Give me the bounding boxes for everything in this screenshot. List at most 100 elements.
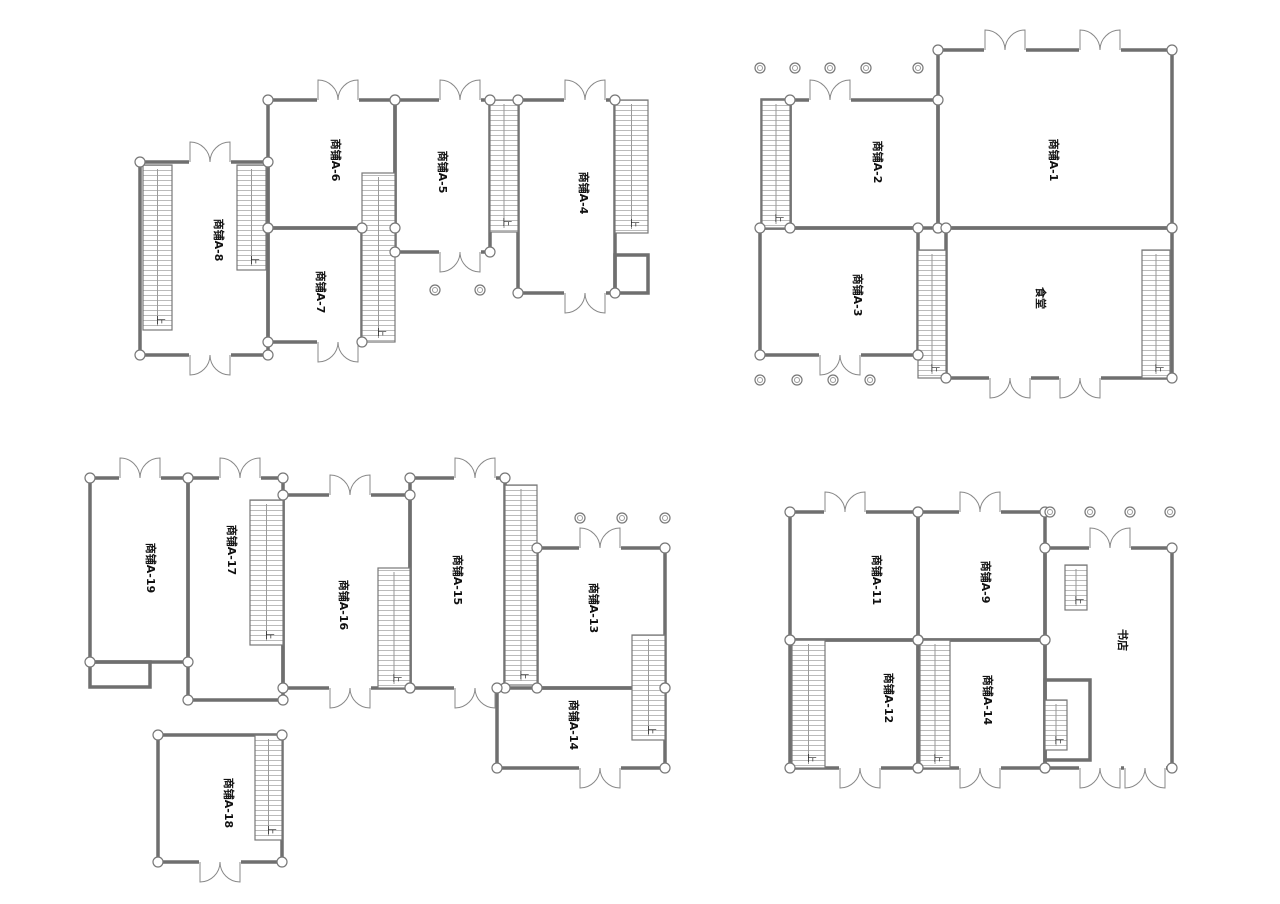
room-label: 商铺A-14 — [981, 675, 995, 726]
column — [1164, 506, 1176, 518]
double-door — [317, 339, 359, 363]
column — [1039, 762, 1051, 774]
double-door — [317, 79, 359, 103]
stair-up-mark: 上 — [501, 217, 512, 226]
column — [1039, 542, 1051, 554]
column-core — [432, 287, 438, 293]
double-door — [579, 765, 621, 789]
room-label: 商铺A-11 — [870, 555, 884, 605]
room-label: 商铺A-3 — [851, 274, 865, 317]
column — [512, 94, 524, 106]
room-label: 商铺A-7 — [314, 271, 328, 314]
column — [1166, 44, 1178, 56]
stair-up-mark: 上 — [391, 673, 402, 682]
stair-up-mark: 上 — [773, 213, 784, 222]
column — [609, 287, 621, 299]
column — [912, 762, 924, 774]
column — [356, 222, 368, 234]
column — [512, 287, 524, 299]
column — [389, 222, 401, 234]
column — [754, 222, 766, 234]
column — [864, 374, 876, 386]
room-wall — [516, 98, 617, 295]
column-core — [867, 377, 873, 383]
column — [827, 374, 839, 386]
column — [574, 512, 586, 524]
column-core — [619, 515, 625, 521]
double-door — [1079, 29, 1121, 53]
double-door — [454, 457, 496, 481]
column — [940, 372, 952, 384]
column-core — [577, 515, 583, 521]
stair-up-mark: 上 — [155, 315, 166, 324]
room-label: 商铺A-13 — [587, 583, 601, 633]
column — [912, 634, 924, 646]
column — [277, 682, 289, 694]
column — [940, 222, 952, 234]
column — [531, 542, 543, 554]
column-core — [915, 65, 921, 71]
columns — [84, 44, 1178, 868]
column — [784, 94, 796, 106]
column — [277, 694, 289, 706]
column — [609, 94, 621, 106]
column — [262, 94, 274, 106]
double-door — [839, 765, 881, 789]
column — [1166, 222, 1178, 234]
column-core — [1167, 509, 1173, 515]
column — [262, 156, 274, 168]
double-door — [1059, 375, 1101, 399]
column-core — [827, 65, 833, 71]
column-core — [794, 377, 800, 383]
double-door — [1089, 527, 1131, 551]
room-label: 商铺A-12 — [882, 673, 896, 723]
column — [912, 62, 924, 74]
double-door — [564, 79, 606, 103]
column — [754, 374, 766, 386]
column — [404, 682, 416, 694]
column — [182, 694, 194, 706]
column — [389, 246, 401, 258]
doors — [119, 29, 1166, 883]
stair-up-mark: 上 — [646, 725, 657, 734]
double-door — [959, 491, 1001, 515]
column — [134, 156, 146, 168]
room-label: 商铺A-2 — [871, 141, 885, 184]
room-wall — [788, 510, 920, 642]
double-door — [809, 79, 851, 103]
column — [659, 762, 671, 774]
room-label: 商铺A-17 — [225, 525, 239, 575]
column — [912, 349, 924, 361]
column — [276, 729, 288, 741]
double-door — [989, 375, 1031, 399]
room-wall — [788, 98, 940, 230]
column — [262, 349, 274, 361]
column — [784, 506, 796, 518]
stairs: 上上上上上上上上上上上上上上上上上 — [142, 99, 1171, 841]
column — [356, 336, 368, 348]
column — [276, 856, 288, 868]
column — [1124, 506, 1136, 518]
double-door — [1124, 765, 1166, 789]
room-wall — [88, 476, 190, 664]
double-door — [189, 352, 231, 376]
column — [1166, 372, 1178, 384]
column — [84, 472, 96, 484]
room-label: 书店 — [1116, 629, 1130, 651]
column — [484, 246, 496, 258]
partition-wall — [88, 660, 152, 689]
column-core — [830, 377, 836, 383]
column-core — [792, 65, 798, 71]
column-core — [863, 65, 869, 71]
column — [1166, 542, 1178, 554]
column — [134, 349, 146, 361]
column — [932, 44, 944, 56]
column — [791, 374, 803, 386]
stair-up-mark: 上 — [806, 753, 817, 762]
stair-up-mark: 上 — [929, 363, 940, 372]
room-label: 商铺A-9 — [979, 561, 993, 604]
room-label: 商铺A-1 — [1047, 139, 1061, 182]
column-core — [1087, 509, 1093, 515]
